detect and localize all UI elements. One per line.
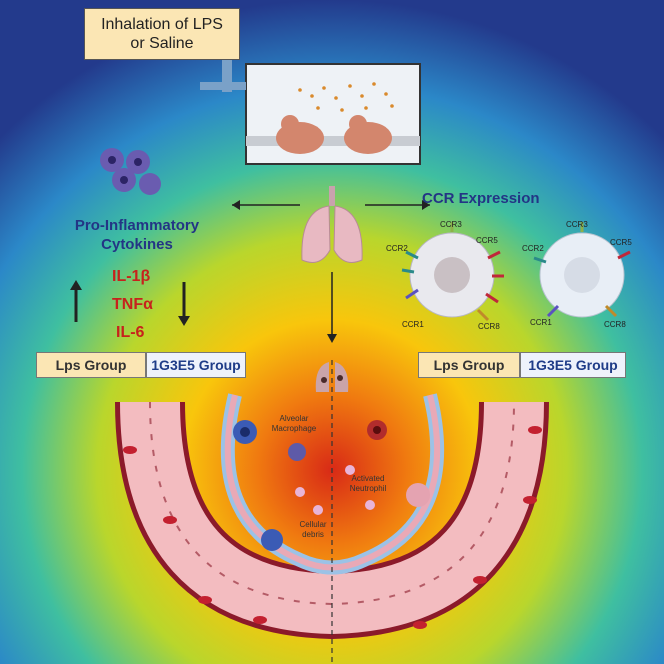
cellular-debris-label-line1: Cellular (299, 520, 327, 529)
ccr8-label-1g3e5: CCR8 (604, 320, 626, 329)
treatment-title-box: Inhalation of LPS or Saline (84, 8, 240, 60)
1g3e5-group-label-left: 1G3E5 Group (146, 352, 246, 378)
cytokines-title-line1: Pro-Inflammatory (74, 217, 200, 234)
cytokines-title: Pro-Inflammatory Cytokines (62, 216, 212, 254)
activated-neutrophil-label-line1: Activated (351, 474, 385, 483)
activated-neutrophil-label: Activated Neutrophil (340, 474, 396, 494)
receptor-cell-lps (401, 222, 504, 322)
macrophage-cluster-icon (100, 148, 161, 195)
ccr2-label-lps: CCR2 (386, 244, 408, 253)
ccr3-label-lps: CCR3 (440, 220, 462, 229)
lps-group-label-left: Lps Group (36, 352, 146, 378)
cytokine-il1b: IL-1β (112, 268, 151, 285)
treatment-title-line1: Inhalation of LPS (101, 16, 223, 33)
alveolar-macrophage-label: Alveolar Macrophage (266, 414, 322, 434)
neutrophil-cells (295, 420, 430, 515)
cytokine-il6: IL-6 (116, 324, 145, 341)
ccr8-label-lps: CCR8 (478, 322, 500, 331)
cellular-debris-label-line2: debris (302, 530, 324, 539)
ccr5-label-lps: CCR5 (476, 236, 498, 245)
treatment-title-line2: or Saline (130, 35, 194, 52)
cytokines-title-line2: Cytokines (101, 236, 173, 253)
mouse-cage (200, 60, 421, 165)
activated-neutrophil-label-line2: Neutrophil (349, 484, 387, 493)
ccr3-label-1g3e5: CCR3 (566, 220, 588, 229)
alveolar-macrophage-label-line1: Alveolar (279, 414, 309, 423)
receptor-cell-1g3e5 (533, 222, 631, 318)
ccr1-label-1g3e5: CCR1 (530, 318, 552, 327)
ccr1-label-lps: CCR1 (402, 320, 424, 329)
ccr5-label-1g3e5: CCR5 (610, 238, 632, 247)
lps-group-label-right: Lps Group (418, 352, 520, 378)
ccr2-label-1g3e5: CCR2 (522, 244, 544, 253)
alveolar-macrophage-label-line2: Macrophage (271, 424, 317, 433)
cytokine-tnfa: TNFα (112, 296, 153, 313)
cellular-debris-label: Cellular debris (290, 520, 336, 540)
diseased-lung-icon (315, 362, 349, 392)
1g3e5-group-label-right: 1G3E5 Group (520, 352, 626, 378)
macrophage-cells (233, 420, 306, 551)
lung-icon (301, 186, 363, 263)
ccr-title: CCR Expression (422, 190, 540, 207)
